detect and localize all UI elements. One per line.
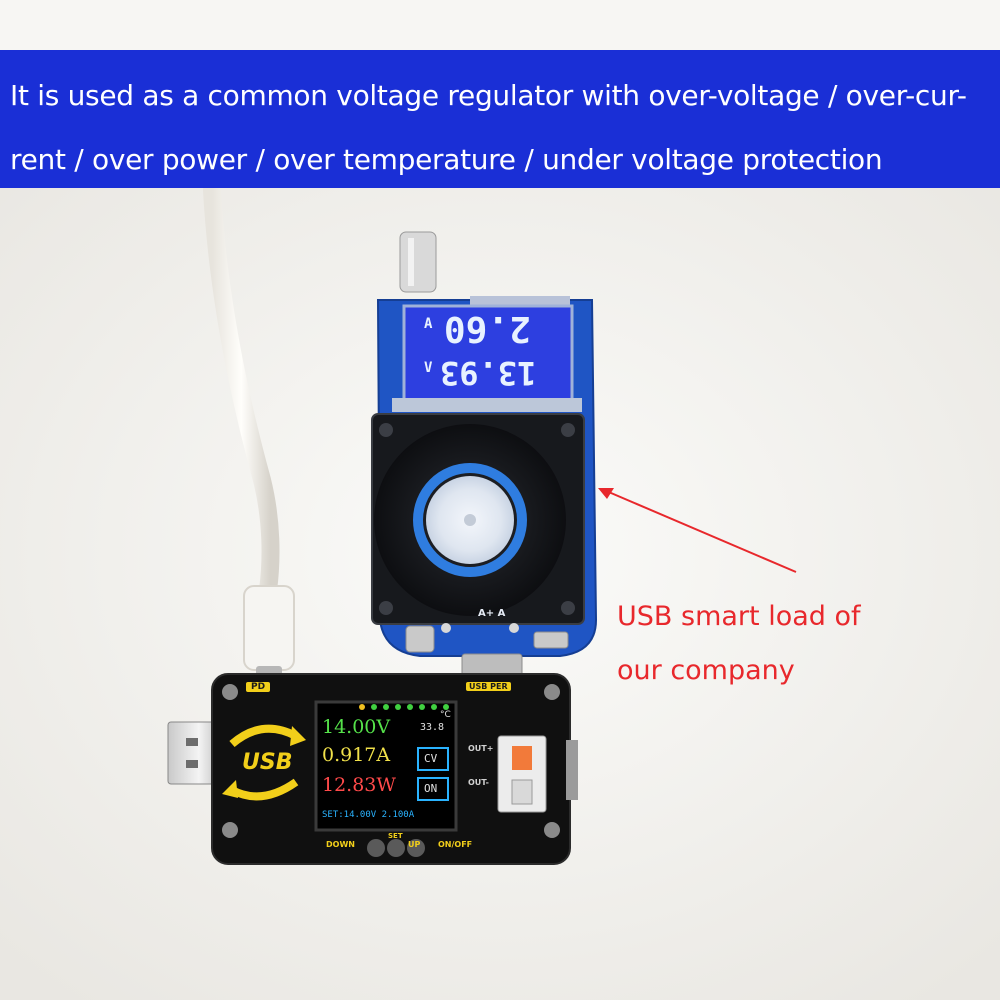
- callout-text: USB smart load of our company: [617, 590, 861, 698]
- tft-voltage: 14.00V: [322, 716, 391, 738]
- caption-line-2: rent / over power / over temperature / u…: [10, 143, 883, 176]
- up-label: UP: [408, 840, 421, 849]
- tft-set-line: SET:14.00V 2.100A: [322, 810, 415, 820]
- usb-logo-arrow-bottom: [230, 778, 299, 801]
- load-type-c-port[interactable]: [405, 625, 435, 653]
- tft-temp-unit: °C: [440, 710, 451, 720]
- usb-logo-text: USB: [242, 750, 293, 775]
- state-badge-frame: [417, 777, 449, 801]
- set-label: SET: [388, 832, 403, 840]
- usb-cable: [203, 188, 280, 599]
- up-button[interactable]: [407, 839, 425, 857]
- caption-line-1: It is used as a common voltage regulator…: [10, 79, 967, 112]
- load-usb-a-port[interactable]: [461, 653, 523, 677]
- tft-temp: 33.8: [420, 722, 445, 733]
- tft-power: 12.83W: [322, 774, 396, 796]
- callout-arrow: [603, 489, 797, 573]
- tft-current: 0.917A: [322, 744, 391, 766]
- usb-logo-arrow-top: [229, 724, 298, 748]
- output-terminal[interactable]: [497, 735, 547, 813]
- set-button[interactable]: [387, 839, 405, 857]
- onoff-label: ON/OFF: [438, 840, 473, 849]
- tft-status-dots: [359, 704, 449, 710]
- cable-connector: [243, 585, 295, 671]
- usb-per-label: USB PER: [466, 682, 511, 691]
- load-micro-usb-port[interactable]: [533, 631, 569, 649]
- tft-screen: [314, 700, 458, 832]
- photo-illustration: [0, 188, 1000, 1000]
- down-label: DOWN: [326, 840, 355, 849]
- load-port-labels: A+ A: [478, 608, 506, 619]
- tft-state: ON: [424, 782, 438, 795]
- lcd-bottom-value: 13.93: [440, 354, 537, 392]
- knob[interactable]: [399, 231, 437, 293]
- load-lcd: [402, 304, 574, 402]
- caption-banner: It is used as a common voltage regulator…: [0, 50, 1000, 188]
- lcd-bottom-unit: V: [424, 360, 433, 376]
- mode-badge-frame: [417, 747, 449, 771]
- lcd-top-unit: A: [424, 316, 433, 332]
- tft-mode: CV: [424, 752, 438, 765]
- down-button[interactable]: [367, 839, 385, 857]
- fan-ring: [413, 463, 527, 577]
- out-minus-label: OUT-: [468, 778, 489, 787]
- callout-line-2: our company: [617, 655, 795, 686]
- callout-line-1: USB smart load of: [617, 601, 861, 632]
- pd-label: PD: [246, 682, 271, 692]
- product-photo: 2.60 A 13.93 V A+ A PD USB PER USB OUT+ …: [0, 188, 1000, 1000]
- out-plus-label: OUT+: [468, 744, 494, 753]
- lcd-top-value: 2.60: [444, 308, 531, 349]
